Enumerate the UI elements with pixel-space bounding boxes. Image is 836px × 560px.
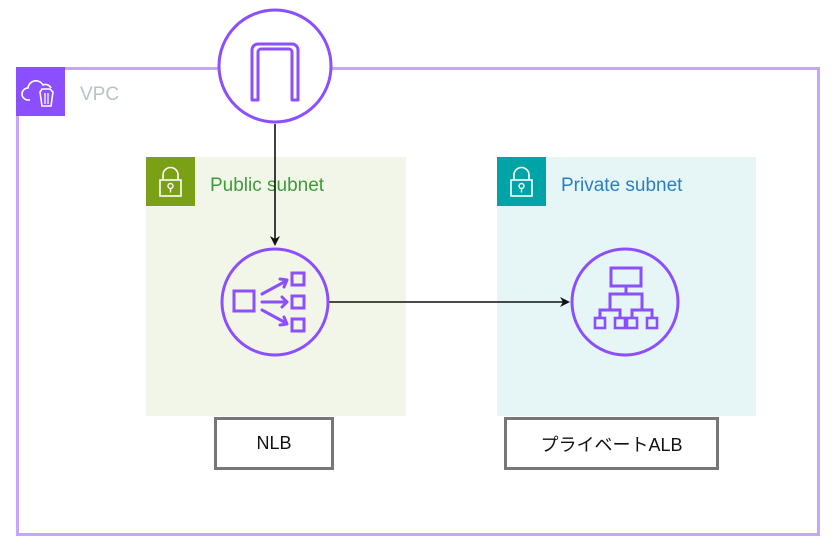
lock-icon (146, 157, 195, 206)
vpc-cloud-icon (16, 67, 65, 116)
application-load-balancer-icon[interactable] (570, 247, 680, 357)
vpc-container (16, 67, 820, 536)
private-subnet-label: Private subnet (561, 175, 683, 196)
internet-gateway-icon[interactable] (217, 8, 333, 124)
nlb-label: NLB (256, 433, 292, 453)
alb-label: プライベートALB (540, 434, 683, 455)
vpc-label: VPC (80, 84, 120, 105)
lock-icon (497, 157, 546, 206)
network-load-balancer-icon[interactable] (220, 247, 330, 357)
alb-label-box: プライベートALB (504, 417, 719, 470)
public-subnet-label: Public subnet (210, 175, 325, 196)
nlb-label-box: NLB (214, 417, 334, 470)
